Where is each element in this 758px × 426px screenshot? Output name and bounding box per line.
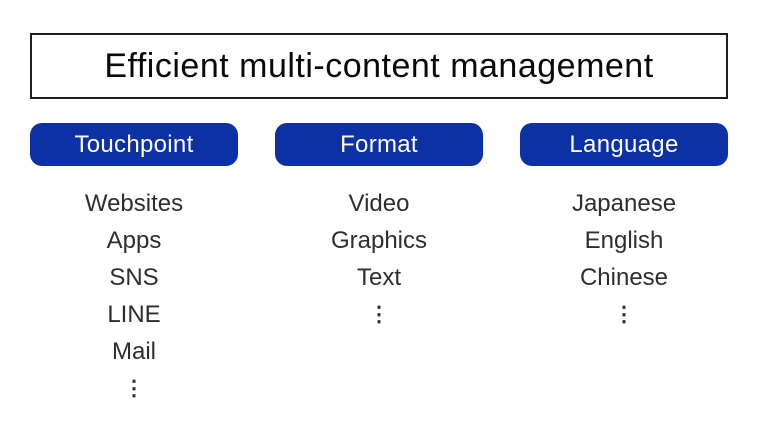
format-header-label: Format (340, 130, 418, 158)
list-item: Japanese (571, 190, 677, 217)
touchpoint-ellipsis: ⋮ (123, 377, 145, 400)
list-item: Text (356, 264, 401, 291)
format-header-pill: Format (275, 123, 483, 166)
list-item: Apps (106, 227, 162, 254)
list-item: Mail (111, 338, 156, 365)
list-item: English (584, 227, 664, 254)
language-header-pill: Language (520, 123, 728, 166)
page-title: Efficient multi-content management (104, 46, 654, 85)
list-item: Chinese (579, 264, 669, 291)
format-ellipsis: ⋮ (368, 303, 390, 326)
touchpoint-header-label: Touchpoint (74, 130, 194, 158)
list-item: LINE (107, 301, 161, 328)
language-ellipsis: ⋮ (613, 303, 635, 326)
list-item: Graphics (330, 227, 428, 254)
title-box: Efficient multi-content management (30, 33, 728, 99)
touchpoint-header-pill: Touchpoint (30, 123, 238, 166)
language-header-label: Language (569, 130, 679, 158)
list-item: Websites (84, 190, 184, 217)
list-item: SNS (109, 264, 159, 291)
list-item: Video (348, 190, 410, 217)
